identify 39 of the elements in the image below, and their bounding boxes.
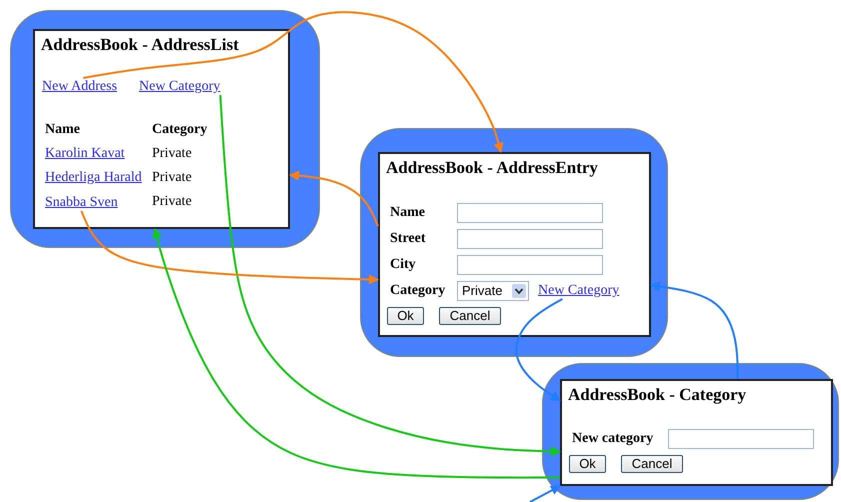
input-field <box>668 429 814 449</box>
arrow <box>80 210 379 284</box>
arrow <box>530 485 561 502</box>
input-field <box>457 229 603 249</box>
field-label: Name <box>390 204 425 221</box>
arrow <box>650 282 739 380</box>
input-field <box>457 255 603 275</box>
window-panel <box>560 379 833 486</box>
arrow <box>289 170 379 226</box>
table-text: Private <box>152 169 192 186</box>
window-panel <box>33 29 290 229</box>
button: Ok <box>387 307 424 325</box>
field-label: Category <box>152 121 208 138</box>
field-label: City <box>390 256 416 273</box>
button: Ok <box>569 455 606 473</box>
link: Snabba Sven <box>45 194 118 211</box>
button: Cancel <box>439 307 501 325</box>
window-title: AddressBook - Category <box>568 385 746 405</box>
link: Hederliga Harald <box>45 169 142 186</box>
table-text: Private <box>152 193 192 210</box>
link: New Address <box>42 78 118 95</box>
arrow <box>515 298 563 402</box>
field-label: New category <box>572 430 654 447</box>
button: Cancel <box>621 455 683 473</box>
arrow <box>83 11 504 153</box>
link: New Category <box>538 282 620 299</box>
dropdown: Private <box>457 281 529 301</box>
window-panel <box>378 152 651 337</box>
field-label: Street <box>390 230 426 247</box>
field-label: Name <box>45 121 80 138</box>
link: Karolin Kavat <box>45 145 125 162</box>
window-title: AddressBook - AddressList <box>41 35 239 55</box>
window-title: AddressBook - AddressEntry <box>386 158 598 178</box>
table-text: Private <box>152 145 192 162</box>
arrow <box>152 228 560 479</box>
input-field <box>457 203 603 223</box>
arrow <box>219 94 561 456</box>
field-label: Category <box>390 282 446 299</box>
link: New Category <box>139 78 220 95</box>
